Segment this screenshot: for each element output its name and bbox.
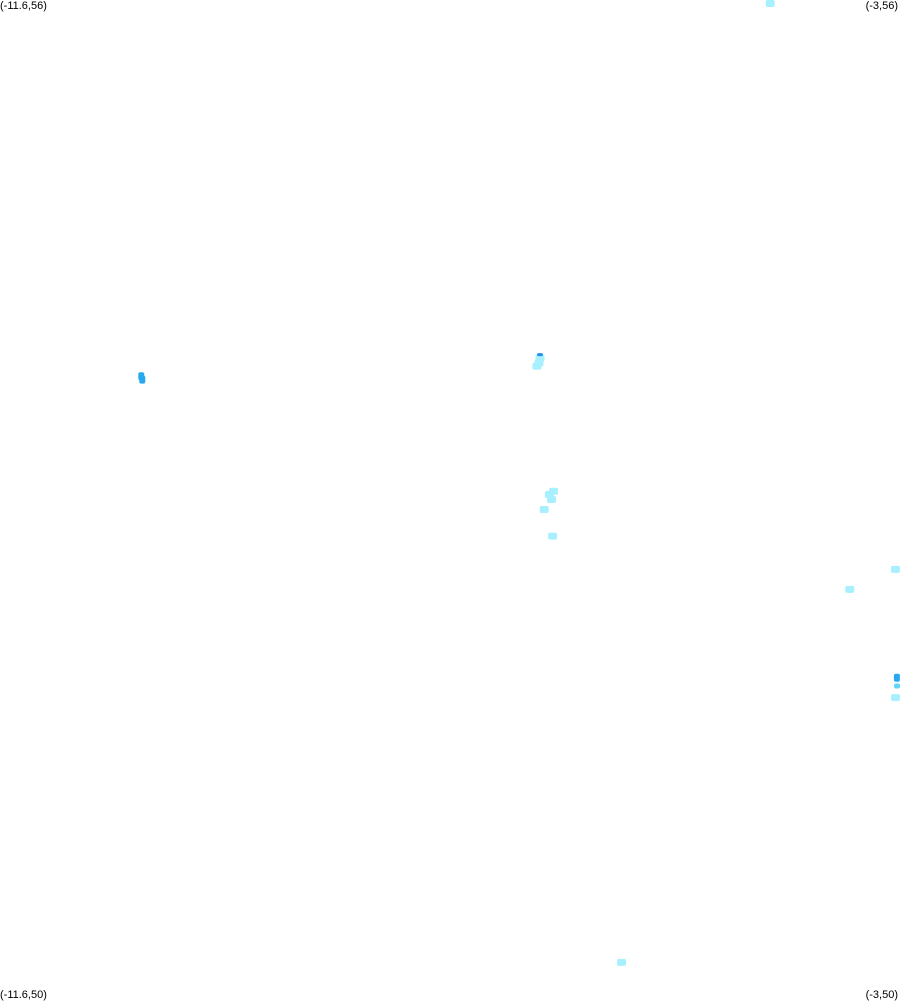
patch-east-c (893, 673, 900, 682)
patch-central-mid-c (547, 496, 556, 503)
patch-central-mid-b (549, 487, 559, 495)
patch-east-d (894, 683, 900, 689)
patch-east-a (891, 565, 900, 573)
corner-label-top-right: (-3,56) (865, 0, 898, 12)
patch-north-top-edge (765, 0, 775, 7)
patch-east-e (891, 694, 900, 702)
corner-label-top-left: (-11.6,56) (0, 0, 47, 12)
patch-central-mid-e (548, 532, 558, 540)
corner-label-bottom-right: (-3,50) (865, 989, 898, 1001)
patch-east-b (845, 585, 855, 593)
patch-central-north-d (537, 353, 543, 357)
corner-label-bottom-left: (-11.6,50) (0, 989, 47, 1001)
patch-west-b (139, 375, 146, 384)
patch-central-north-c (532, 362, 542, 370)
patch-central-mid-d (539, 506, 549, 513)
patch-south-a (617, 958, 627, 966)
patch-layer (138, 0, 900, 966)
